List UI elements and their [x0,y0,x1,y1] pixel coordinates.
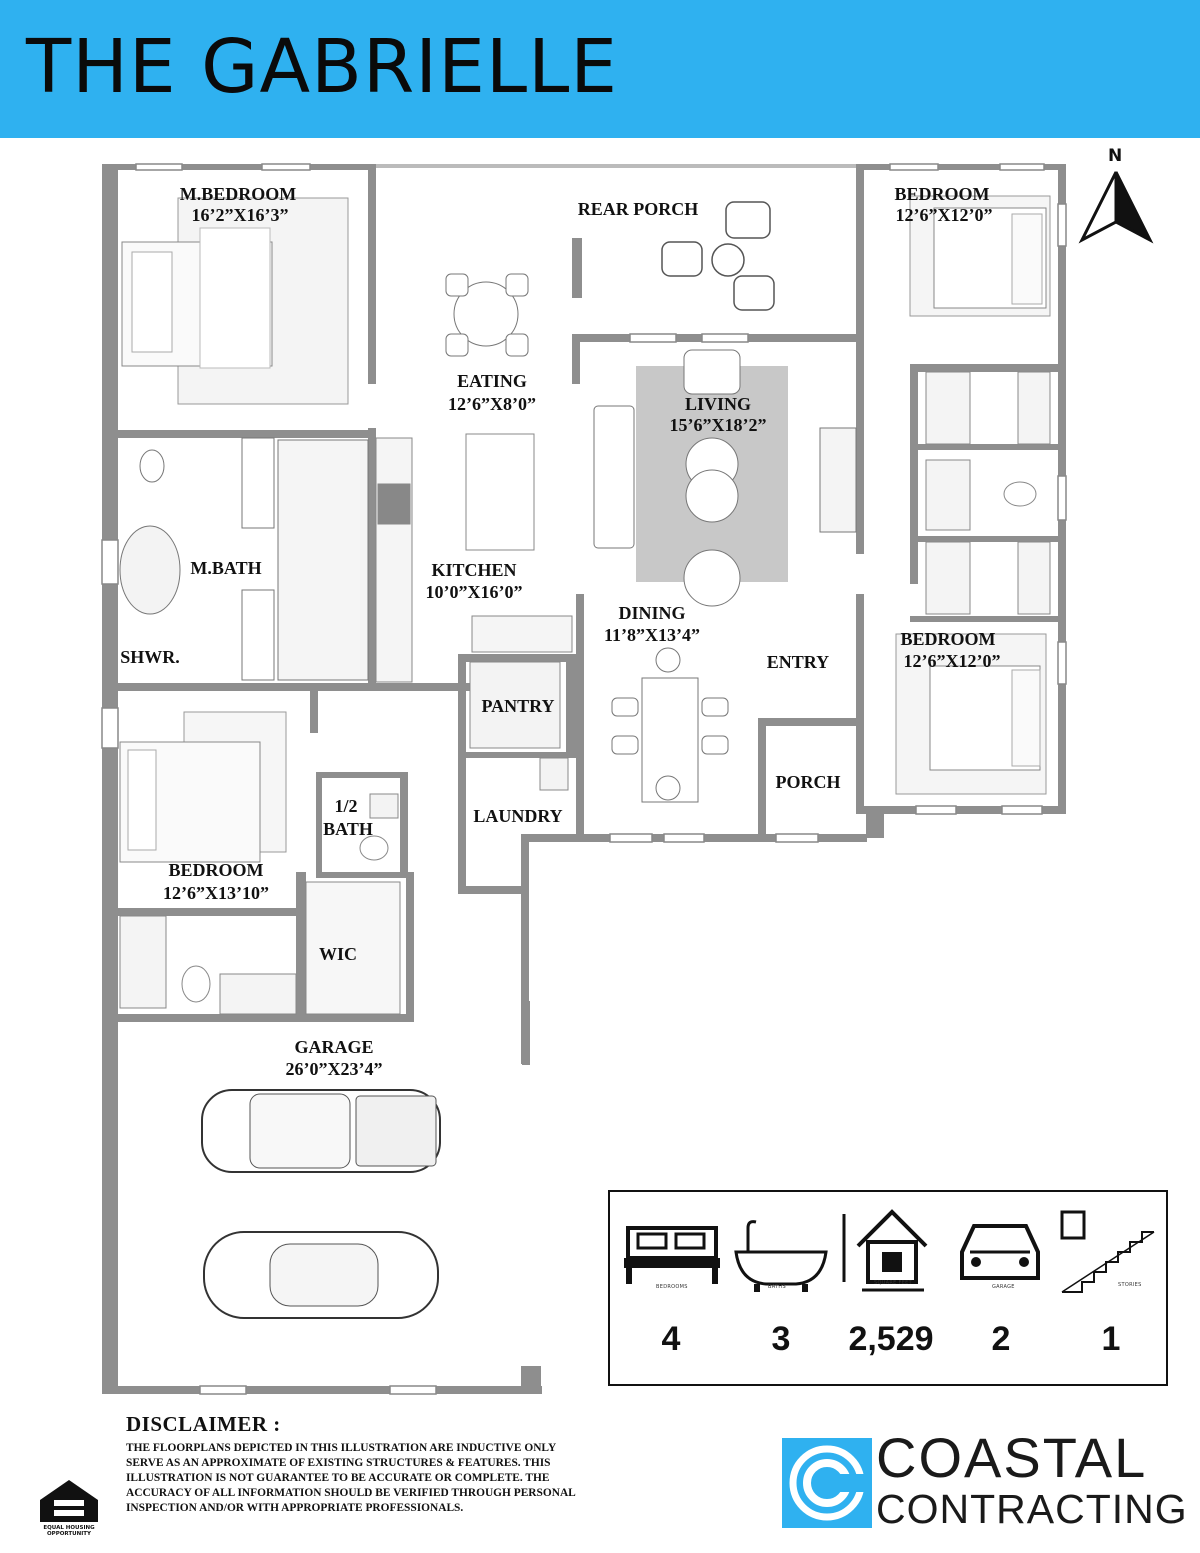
north-label: N [1108,146,1123,166]
dining-name: DINING [618,603,685,623]
bedroom-se-bed [895,633,1047,795]
company-logo: COASTAL CONTRACTING [782,1430,1187,1534]
stat-baths-caption: BATHS [768,1284,786,1290]
living-name: LIVING [685,394,751,414]
floor-plan: M.BEDROOM 16’2”X16’3” REAR PORCH BEDROOM… [101,163,1067,1395]
porch-name: PORCH [776,772,841,792]
rear-porch-name: REAR PORCH [578,199,699,219]
stat-garage: GARAGE 2 [946,1192,1056,1384]
north-arrow: N [1078,146,1154,246]
stat-baths: BATHS 3 [726,1192,836,1384]
bed-icon [624,1226,720,1284]
master-bath-name: M.BATH [190,558,261,578]
disclaimer-body: The floorplans depicted in this illustra… [126,1442,576,1514]
porch-chairs [661,201,775,311]
stat-stories: STORIES 1 [1056,1192,1166,1384]
kitchen-name: KITCHEN [431,560,516,580]
logo-line1: COASTAL [876,1426,1148,1489]
sedan-icon [203,1231,439,1319]
equal-housing-line2: OPPORTUNITY [46,1531,91,1537]
bedroom-w-bed [119,711,287,863]
stat-garage-value: 2 [991,1320,1011,1358]
bedroom-ne-size: 12’6”X12’0” [896,205,993,225]
windows [101,163,1067,1395]
stat-stories-value: 1 [1101,1320,1121,1358]
master-bed [121,197,349,405]
bedroom-w-name: BEDROOM [168,860,263,880]
logo-line2: CONTRACTING [876,1486,1188,1532]
stat-garage-caption: GARAGE [992,1284,1015,1290]
dining-table [611,647,729,803]
stat-bedrooms: BEDROOMS 4 [616,1192,726,1384]
bedroom-se-name: BEDROOM [900,629,995,649]
stat-baths-value: 3 [771,1320,791,1358]
living-size: 15’6”X18’2” [670,415,767,435]
utility-fixtures [359,661,569,861]
coastal-c-icon [782,1438,872,1528]
kitchen-fixtures [375,433,573,683]
bedroom-w-size: 12’6”X13’10” [163,883,269,903]
page-title: THE GABRIELLE [26,24,619,110]
stat-sqft-caption: SQUARE FEET [874,1280,912,1286]
bathtub-icon [734,1220,828,1292]
dining-size: 11’8”X13’4” [604,625,700,645]
house-sqft-icon [842,1209,928,1292]
eating-size: 12’6”X8’0” [448,394,536,414]
bedroom-w-bath-fixtures [119,881,401,1015]
eating-table [445,273,529,357]
kitchen-size: 10’0”X16’0” [426,582,523,602]
east-bath-fixtures [925,371,1051,615]
stat-sqft-value: 2,529 [848,1320,934,1358]
equal-housing-logo: EQUAL HOUSING OPPORTUNITY [34,1478,104,1540]
bedroom-se-size: 12’6”X12’0” [904,651,1001,671]
bedroom-ne-name: BEDROOM [894,184,989,204]
bedroom-ne-bed [909,195,1051,317]
entry-name: ENTRY [767,652,829,672]
garage-size: 26’0”X23’4” [286,1059,383,1079]
laundry-name: LAUNDRY [473,806,562,826]
master-bedroom-size: 16’2”X16’3” [192,205,289,225]
title-banner: THE GABRIELLE [0,0,1200,138]
disclaimer: DISCLAIMER : The floorplans depicted in … [126,1412,596,1516]
eating-name: EATING [457,371,527,391]
pantry-name: PANTRY [481,696,554,716]
truck-icon [201,1089,441,1173]
master-bedroom-name: M.BEDROOM [180,184,297,204]
disclaimer-heading: DISCLAIMER : [126,1412,281,1436]
equal-housing-line1: EQUAL HOUSING [43,1525,95,1531]
stat-bedrooms-caption: BEDROOMS [656,1284,688,1290]
garage-name: GARAGE [294,1037,373,1057]
stats-panel: BEDROOMS 4 BATHS 3 SQUARE FEET 2,529 GAR… [608,1190,1168,1386]
wic-name: WIC [319,944,357,964]
master-bath-fixtures [119,437,369,681]
interior-walls [104,168,1060,1065]
stairs-icon [1060,1210,1155,1293]
room-labels: M.BEDROOM 16’2”X16’3” REAR PORCH BEDROOM… [120,184,1000,1079]
car-icon [960,1224,1040,1280]
compass-arrow-icon [1078,171,1154,244]
shower-name: SHWR. [120,647,180,667]
equal-housing-house-icon [40,1480,98,1522]
stat-sqft: SQUARE FEET 2,529 [836,1192,946,1384]
stat-bedrooms-value: 4 [661,1320,681,1358]
stat-stories-caption: STORIES [1118,1282,1142,1288]
half-bath-line2: BATH [323,819,373,839]
half-bath-line1: 1/2 [334,796,357,816]
living-furniture [593,349,857,607]
